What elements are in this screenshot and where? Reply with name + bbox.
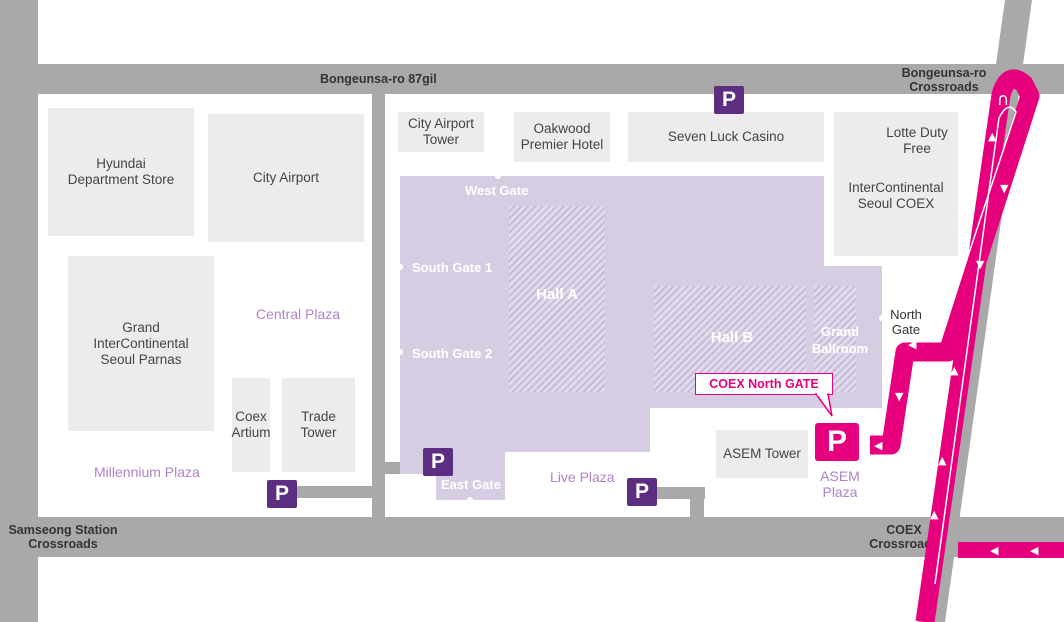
route-arrow-icon: ▲ bbox=[950, 364, 959, 377]
route-arrow-icon: ▼ bbox=[895, 390, 904, 403]
label-coex-crossroads: COEX Crossroads bbox=[869, 523, 939, 551]
gate-dot-north bbox=[879, 315, 885, 321]
building-grand-intercontinental: Grand InterContinental Seoul Parnas bbox=[68, 256, 214, 431]
route-inner-divider bbox=[934, 106, 1017, 585]
label-live-plaza: Live Plaza bbox=[550, 469, 615, 485]
route-arrow-icon: ▲ bbox=[988, 130, 997, 143]
parking-icon-live: P bbox=[627, 478, 657, 506]
route-main bbox=[870, 69, 1040, 622]
building-asem-tower: ASEM Tower bbox=[716, 430, 808, 478]
gate-dot-west bbox=[495, 173, 501, 179]
road-spur-right-v bbox=[690, 487, 704, 517]
route-arrow-icon: ◀ bbox=[874, 439, 883, 452]
label-north-gate: North Gate bbox=[890, 307, 922, 337]
label-bongeunsa-ro-87gil: Bongeunsa-ro 87gil bbox=[320, 72, 437, 86]
label-hall-a: Hall A bbox=[536, 286, 578, 303]
route-arrow-icon: ▲ bbox=[938, 454, 947, 467]
callout-coex-north-gate: COEX North GATE bbox=[695, 373, 833, 395]
building-oakwood: Oakwood Premier Hotel bbox=[514, 112, 610, 162]
route-arrow-icon: ◀ bbox=[1030, 544, 1039, 557]
road-samseong bbox=[0, 517, 1064, 557]
route-arrow-icon: ◀ bbox=[908, 338, 917, 351]
road-bongeunsa-ro-87gil bbox=[38, 64, 1064, 94]
route-arrow-icon: ▲ bbox=[944, 288, 953, 301]
parking-icon-asem: P bbox=[815, 423, 859, 461]
route-bottom bbox=[958, 542, 1064, 558]
building-city-airport-tower: City Airport Tower bbox=[398, 112, 484, 152]
parking-icon-east-gate: P bbox=[423, 448, 453, 476]
building-hyundai: Hyundai Department Store bbox=[48, 108, 194, 236]
building-city-airport: City Airport bbox=[208, 114, 364, 242]
label-grand-ballroom: Grand Ballroom bbox=[811, 324, 869, 356]
route-arrow-icon: ▲ bbox=[930, 508, 939, 521]
road-left-border bbox=[0, 0, 38, 622]
label-lotte: Lotte Duty Free bbox=[886, 125, 948, 156]
parking-icon-top: P bbox=[714, 86, 744, 114]
parking-icon-millennium: P bbox=[267, 480, 297, 508]
building-seven-luck: Seven Luck Casino bbox=[628, 112, 824, 162]
label-west-gate: West Gate bbox=[465, 183, 529, 198]
route-arrow-icon: ▼ bbox=[976, 258, 985, 271]
gate-dot-east bbox=[467, 497, 473, 503]
building-intercontinental-coex: InterContinental Seoul COEX bbox=[834, 112, 958, 256]
u-turn-icon: ∩ bbox=[997, 90, 1009, 110]
gate-dot-south-1 bbox=[397, 264, 403, 270]
label-south-gate-1: South Gate 1 bbox=[412, 260, 493, 275]
route-arrow-icon: ▲ bbox=[960, 214, 969, 227]
road-inner-vertical bbox=[372, 94, 385, 518]
label-samseong-station-crossroads: Samseong Station Crossroads bbox=[8, 523, 118, 551]
callout-text: COEX North GATE bbox=[709, 377, 819, 391]
label-east-gate: East Gate bbox=[441, 477, 501, 492]
label-asem-plaza: ASEM Plaza bbox=[820, 468, 860, 500]
gate-dot-south-2 bbox=[397, 349, 403, 355]
label-bongeunsa-ro-crossroads: Bongeunsa-ro Crossroads bbox=[901, 66, 987, 94]
label-south-gate-2: South Gate 2 bbox=[412, 346, 493, 361]
road-spur-left bbox=[292, 486, 374, 498]
route-arrow-icon: ▼ bbox=[1000, 182, 1009, 195]
route-arrow-icon: ◀ bbox=[990, 544, 999, 557]
building-trade-tower: Trade Tower bbox=[282, 378, 355, 472]
label-millennium-plaza: Millennium Plaza bbox=[94, 464, 200, 480]
label-hall-b: Hall B bbox=[710, 329, 754, 346]
hall-a-area bbox=[509, 206, 605, 392]
label-central-plaza: Central Plaza bbox=[256, 306, 341, 322]
building-coex-artium: Coex Artium bbox=[232, 378, 271, 472]
